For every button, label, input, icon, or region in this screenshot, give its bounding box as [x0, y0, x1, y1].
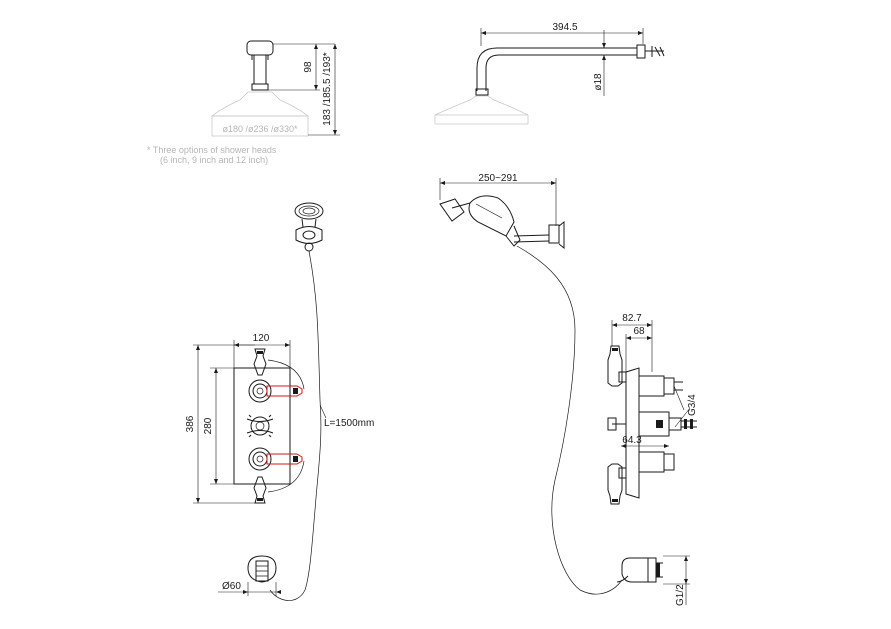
depth-body-label: 64.3	[622, 435, 642, 446]
note-line-1: * Three options of shower heads	[147, 145, 277, 155]
depth-plate-label: 68	[633, 326, 645, 337]
head-height-label: 183 /185.5 /193*	[322, 52, 333, 126]
hand-shower-side	[439, 195, 565, 250]
shower-arm-front-view	[210, 40, 310, 137]
hand-shower-front	[294, 202, 324, 252]
valve-side	[607, 345, 697, 505]
valve-width-label: 120	[253, 333, 270, 344]
plate-height-label: 280	[203, 417, 214, 434]
arm-drop-label: 98	[303, 61, 314, 73]
depth-max-label: 82.7	[622, 313, 642, 324]
inlet-thread-label: G3/4	[687, 394, 698, 416]
head-height-dimensions	[268, 43, 340, 136]
valve-height-label: 386	[185, 415, 196, 432]
valve-dimensions	[193, 340, 291, 504]
valve-front	[233, 348, 305, 504]
arm-length-label: 394.5	[552, 22, 577, 33]
shower-arm-side-view	[434, 44, 665, 125]
wall-outlet-front	[218, 555, 281, 596]
hose-right	[516, 245, 623, 595]
hose-left	[269, 250, 322, 601]
outlet-thread-label: G1/2	[675, 584, 686, 606]
arm-length-dimension	[480, 28, 644, 96]
arm-diameter-label: ø18	[593, 73, 604, 91]
wall-outlet-side	[616, 555, 690, 605]
handset-length-label: 250~291	[478, 173, 518, 184]
note-line-2: (6 inch, 9 inch and 12 inch)	[160, 155, 268, 165]
handset-length-dimension	[439, 178, 557, 226]
valve-depth-dimensions	[611, 320, 691, 448]
outlet-diameter-label: Ø60	[222, 581, 241, 592]
head-diameter-label: ø180 /ø236 /ø330*	[222, 124, 298, 134]
hose-length-label: L=1500mm	[324, 418, 374, 429]
